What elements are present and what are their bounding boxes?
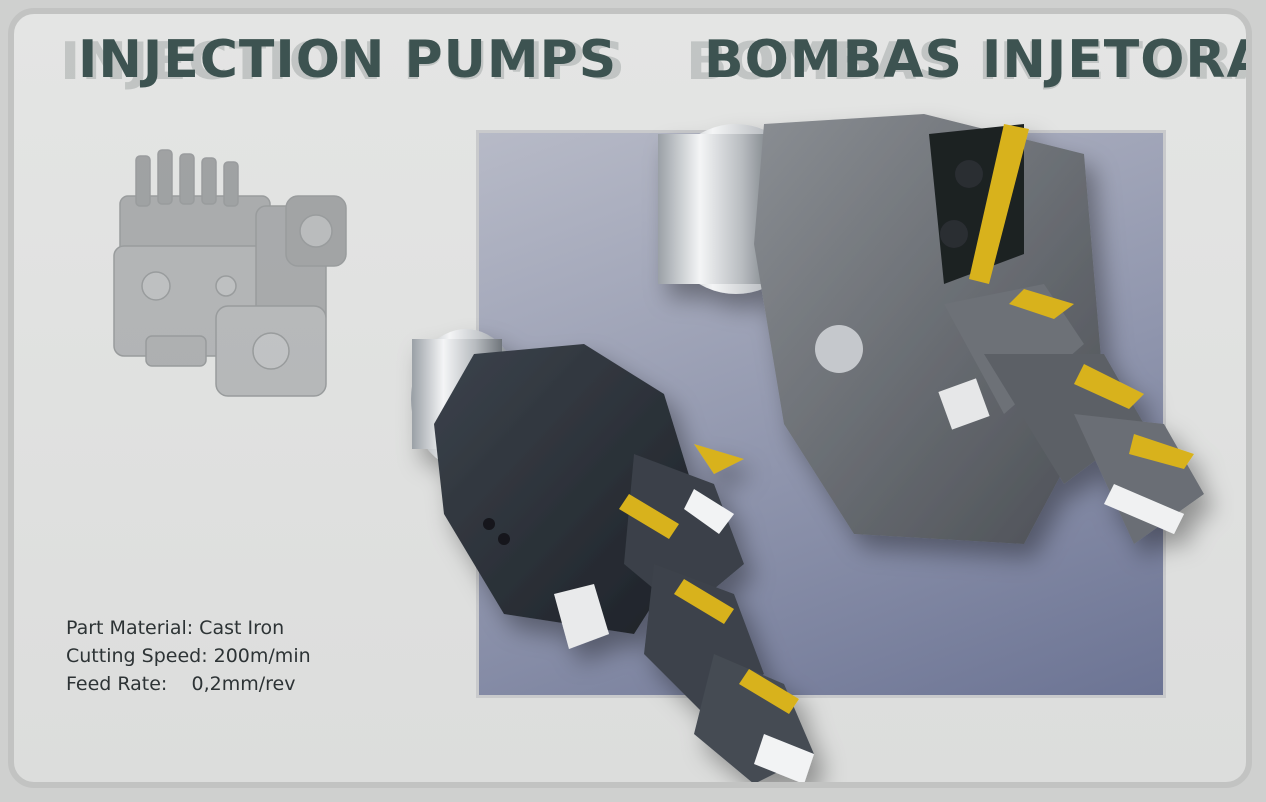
title-shadow: INJECTION PUMPS [60, 32, 627, 92]
spec-part-material: Part Material: Cast Iron [66, 617, 285, 639]
small-boring-tool [411, 329, 814, 782]
title-text: INJECTION PUMPS [78, 30, 618, 90]
title-bombas-injetoras: BOMBAS INJETORAS BOMBAS INJETORAS [686, 34, 1246, 88]
title-text: BOMBAS INJETORAS [704, 30, 1252, 90]
boring-tools-image [411, 114, 1204, 782]
title-shadow: BOMBAS INJETORAS [686, 32, 1246, 92]
slide-card: INJECTION PUMPS INJECTION PUMPS BOMBAS I… [8, 8, 1252, 788]
injection-pump-image [113, 149, 347, 397]
large-boring-tool [658, 114, 1204, 544]
spec-cutting-speed: Cutting Speed: 200m/min [66, 645, 311, 667]
machining-specs: Part Material: Cast Iron Cutting Speed: … [66, 614, 311, 698]
spec-feed-rate: Feed Rate: 0,2mm/rev [66, 673, 296, 695]
title-injection-pumps: INJECTION PUMPS INJECTION PUMPS [60, 34, 625, 88]
